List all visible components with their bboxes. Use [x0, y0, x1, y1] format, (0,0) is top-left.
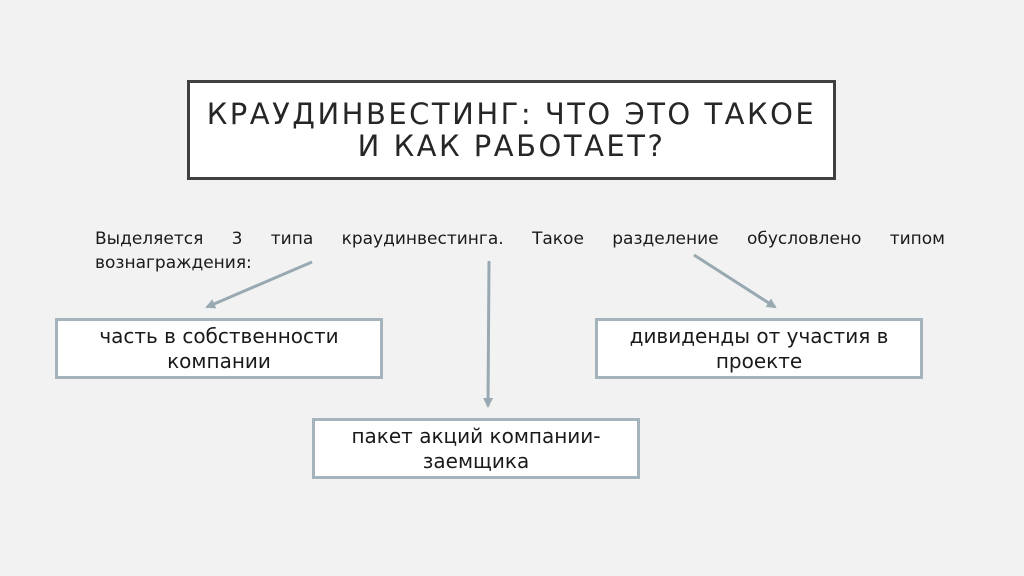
- arrow-right: [693, 253, 777, 309]
- arrow-left: [205, 260, 313, 309]
- type-box-dividends-label: дивиденды от участия в проекте: [629, 323, 889, 373]
- type-box-ownership-share-label: часть в собственности компании: [99, 323, 339, 373]
- title-line-2: И КАК РАБОТАЕТ?: [357, 129, 666, 163]
- title-line-1: КРАУДИНВЕСТИНГ: ЧТО ЭТО ТАКОЕ: [206, 97, 817, 131]
- title-box: КРАУДИНВЕСТИНГ: ЧТО ЭТО ТАКОЕ И КАК РАБО…: [187, 80, 836, 180]
- type-box-share-package: пакет акций компании-заемщика: [312, 418, 640, 479]
- type-box-dividends: дивиденды от участия в проекте: [595, 318, 923, 379]
- type-box-share-package-label: пакет акций компании-заемщика: [351, 423, 601, 473]
- arrow-center: [483, 260, 494, 408]
- type-box-ownership-share: часть в собственности компании: [55, 318, 383, 379]
- intro-text: Выделяется 3 типа краудинвестинга. Такое…: [95, 229, 945, 273]
